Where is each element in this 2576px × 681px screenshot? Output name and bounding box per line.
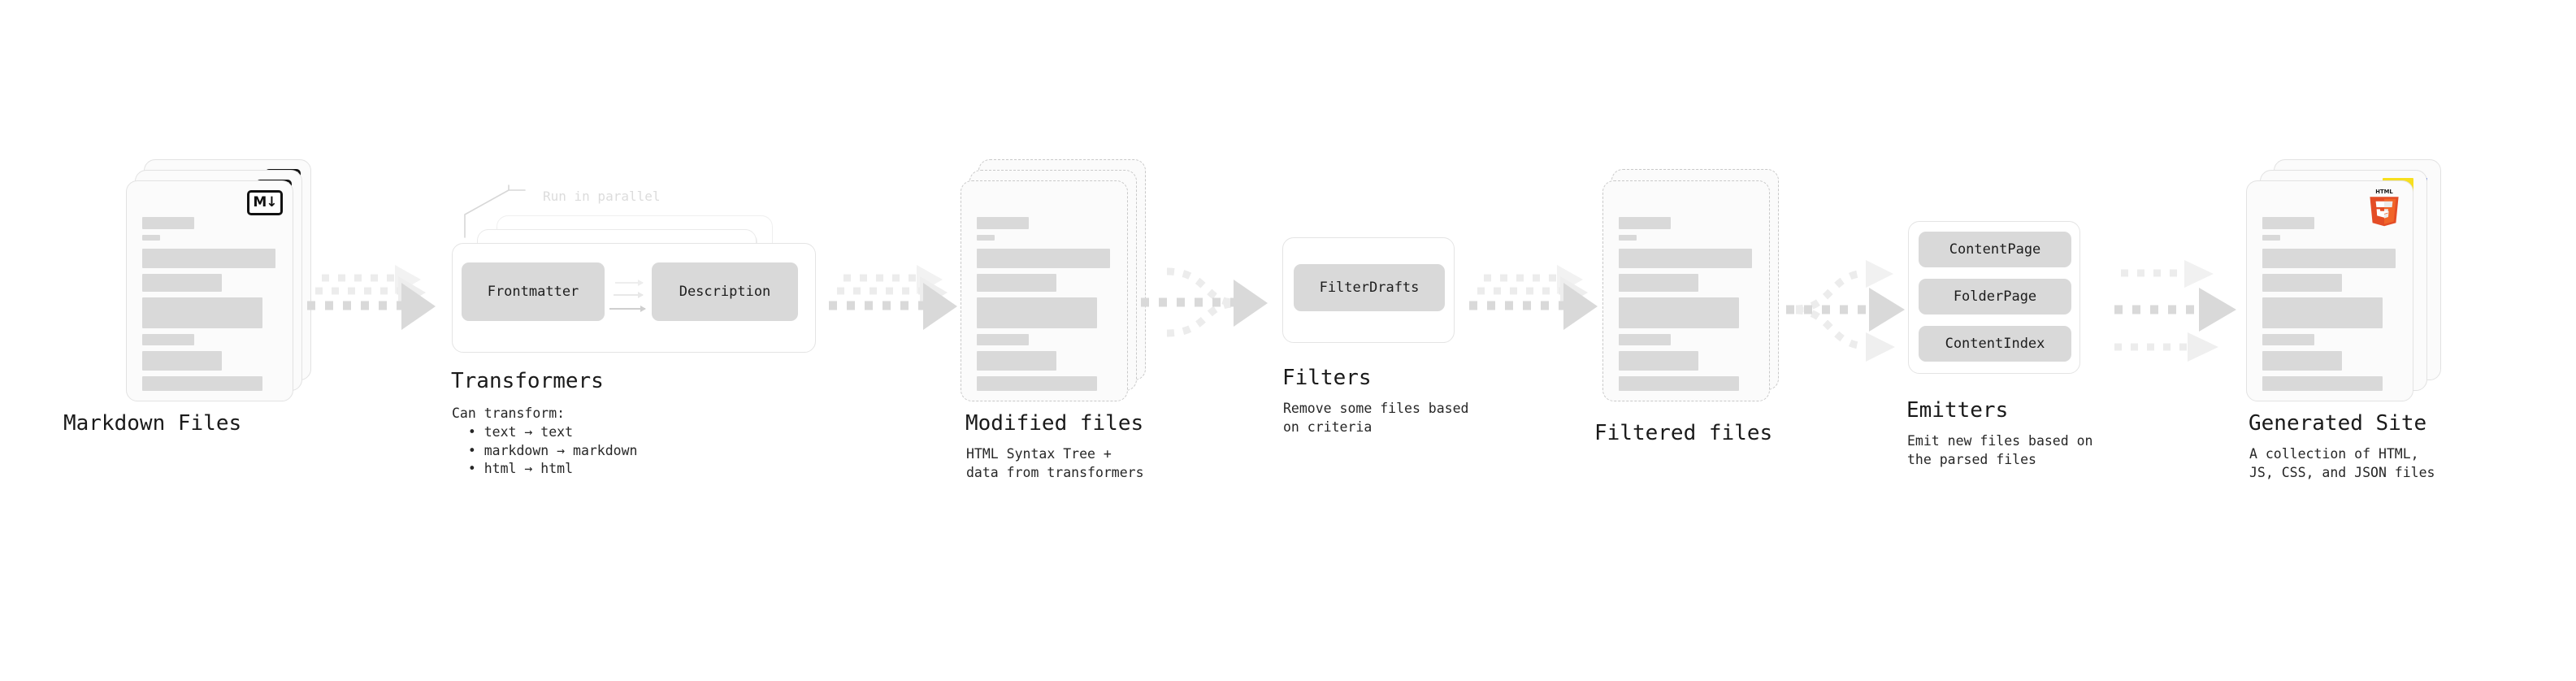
skeleton-bar [142,274,222,292]
transformer-box-front: Frontmatter Description [452,243,816,353]
skeleton-bar [977,249,1110,268]
stage-title-filtered-files: Filtered files [1594,421,1773,445]
skeleton-bar [142,334,194,345]
stage-subtitle-transformers: Can transform: • text → text • markdown … [452,406,638,477]
connector-modified-to-filters [1134,257,1289,362]
stage-subtitle-filters: Remove some files based on criteria [1283,401,1469,435]
skeleton-bar [2262,351,2342,371]
run-in-parallel-bracket [463,184,538,242]
skeleton-bar [142,235,160,241]
site-file-card-front: HTML [2246,180,2413,401]
stage-title-generated-site: Generated Site [2249,411,2427,436]
skeleton-bar [1619,351,1698,371]
chip-filterdrafts[interactable]: FilterDrafts [1294,264,1445,311]
stage-title-markdown-files: Markdown Files [63,411,242,436]
chip-contentindex[interactable]: ContentIndex [1919,326,2071,362]
skeleton-bar [142,249,275,268]
connector-transformers-to-modified [829,260,974,349]
skeleton-bars [977,217,1114,397]
chip-contentpage[interactable]: ContentPage [1919,232,2071,267]
chip-label: Frontmatter [487,284,579,300]
skeleton-bar [977,351,1056,371]
html5-badge-icon: HTML [2367,188,2401,227]
skeleton-bar [2262,376,2383,391]
transform-arrow-icon [615,280,644,286]
emitters-box: ContentPage FolderPage ContentIndex [1908,221,2080,374]
skeleton-bars [1619,217,1756,397]
filters-box: FilterDrafts [1282,237,1455,343]
transform-arrow-icon [614,292,644,298]
skeleton-bar [142,351,222,371]
skeleton-bar [977,376,1097,391]
modified-file-card-front [961,180,1128,401]
run-in-parallel-label: Run in parallel [543,189,661,204]
connector-emitters-to-site [2110,241,2272,379]
stage-subtitle-generated-site: A collection of HTML, JS, CSS, and JSON … [2249,446,2435,480]
skeleton-bars [2262,217,2400,397]
connector-markdown-to-transformers [307,260,452,349]
skeleton-bar [1619,376,1739,391]
skeleton-bar [1619,217,1671,229]
chip-label: FolderPage [1953,288,2037,305]
skeleton-bar [1619,297,1739,328]
skeleton-bar [977,274,1056,292]
skeleton-bar [977,297,1097,328]
skeleton-bar [1619,249,1752,268]
skeleton-bar [2262,249,2396,268]
skeleton-bars [142,217,280,397]
chip-label: ContentPage [1949,241,2041,258]
stage-title-emitters: Emitters [1906,398,2009,423]
chip-description[interactable]: Description [652,262,798,321]
skeleton-bar [2262,217,2314,229]
markdown-file-card-front: M↓ [126,180,293,401]
skeleton-bar [1619,274,1698,292]
chip-label: ContentIndex [1945,336,2045,352]
skeleton-bar [142,376,262,391]
skeleton-bar [2262,235,2280,241]
chip-label: FilterDrafts [1319,280,1420,296]
connector-filtered-to-emitters [1786,241,1949,379]
stage-subtitle-emitters: Emit new files based on the parsed files [1907,433,2093,467]
chip-frontmatter[interactable]: Frontmatter [462,262,605,321]
svg-text:HTML: HTML [2375,189,2393,195]
chip-label: Description [679,284,771,300]
chip-folderpage[interactable]: FolderPage [1919,279,2071,314]
skeleton-bar [1619,235,1637,241]
markdown-badge-icon: M↓ [247,190,283,215]
stage-title-transformers: Transformers [451,369,604,393]
skeleton-bar [142,217,194,229]
skeleton-bar [977,334,1029,345]
skeleton-bar [1619,334,1671,345]
skeleton-bar [2262,274,2342,292]
skeleton-bar [2262,297,2383,328]
filtered-file-card-front [1602,180,1770,401]
skeleton-bar [2262,334,2314,345]
stage-title-modified-files: Modified files [965,411,1144,436]
skeleton-bar [977,217,1029,229]
stage-title-filters: Filters [1282,366,1372,390]
transform-arrow-icon [609,306,646,312]
connector-filters-to-filtered [1469,260,1614,349]
stage-subtitle-modified-files: HTML Syntax Tree + data from transformer… [966,446,1144,480]
skeleton-bar [977,235,995,241]
skeleton-bar [142,297,262,328]
